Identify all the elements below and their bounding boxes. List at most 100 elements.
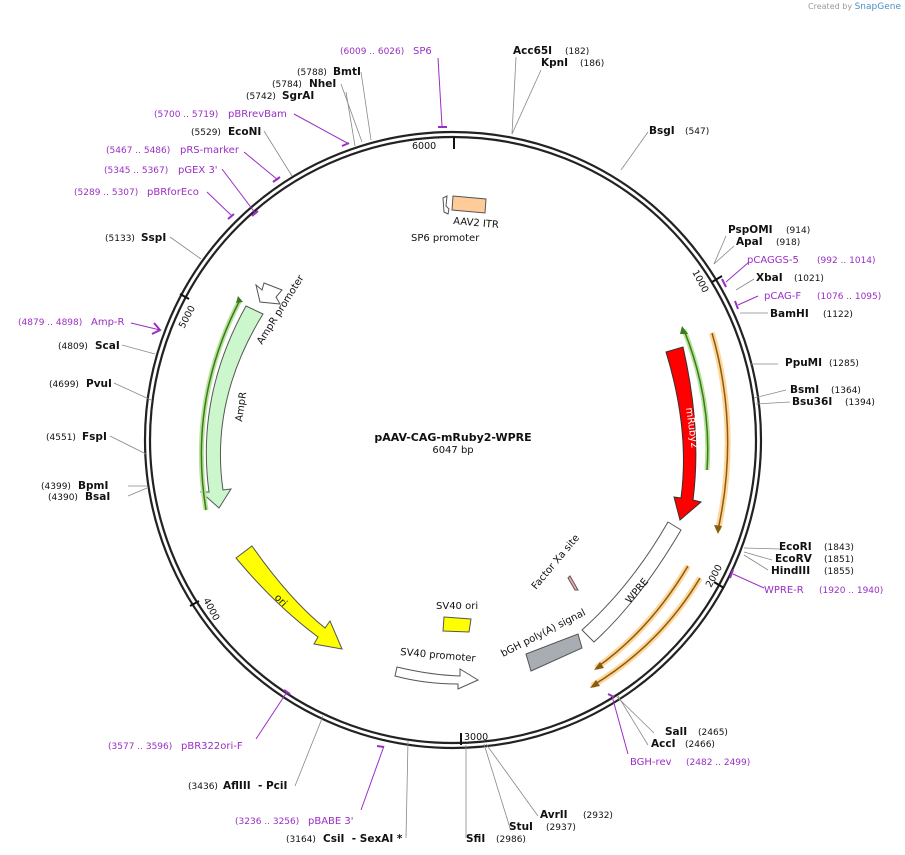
enzyme-labels: Acc65I (182) KpnI (186) BsgI (547) PspOM… <box>41 45 875 845</box>
wpre-primer-head-2 <box>590 680 600 688</box>
ampr-feature <box>199 305 264 509</box>
plasmid-name: pAAV-CAG-mRuby2-WPRE <box>374 431 531 444</box>
enzyme-kpni-pos: (186) <box>580 59 604 69</box>
enzyme-stui: StuI <box>509 821 533 833</box>
enzyme-econi-pos: (5529) <box>191 128 221 138</box>
ampr-label: AmpR <box>234 391 249 422</box>
primer-pcaggs-5: pCAGGS-5 <box>747 255 799 266</box>
primer-pbrrevbam: pBRrevBam <box>228 109 287 120</box>
tick-marks <box>179 137 725 745</box>
tick-6000: 6000 <box>412 141 436 152</box>
enzyme-scai: ScaI <box>95 340 120 352</box>
enzyme-acci: AccI <box>651 738 675 750</box>
enzyme-hindiii: HindIII <box>771 565 810 577</box>
enzyme-sfii-pos: (2986) <box>496 835 526 845</box>
enzyme-afliii-pos: (3436) <box>188 782 218 792</box>
orange-primer-bind <box>711 332 729 531</box>
enzyme-pvui-pos: (4699) <box>49 380 79 390</box>
pcag-primer-bind <box>683 329 709 471</box>
primer-pbrforeco: pBRforEco <box>147 187 199 198</box>
enzyme-sgrai-pos: (5742) <box>246 92 276 102</box>
primer-pcaggs-5-pos: (992 .. 1014) <box>817 256 876 266</box>
primer-amp-r: Amp-R <box>91 317 125 328</box>
sp6-promoter-label: SP6 promoter <box>411 233 480 244</box>
primer-pbrrevbam-pos: (5700 .. 5719) <box>154 110 218 120</box>
wpre-primer-bind-2 <box>591 577 701 687</box>
primer-pbabe3-pos: (3236 .. 3256) <box>235 817 299 827</box>
primer-pbabe3: pBABE 3' <box>308 816 354 827</box>
enzyme-bmti: BmtI <box>333 66 361 78</box>
sv40-ori-label: SV40 ori <box>436 601 478 612</box>
credit-prefix: Created by <box>808 2 853 11</box>
enzyme-bsai-pos: (4390) <box>48 493 78 503</box>
enzyme-bmti-pos: (5788) <box>297 68 327 78</box>
aav2-itr-label: AAV2 ITR <box>453 216 500 231</box>
sv40-promoter-feature <box>394 666 480 690</box>
enzyme-fspi-pos: (4551) <box>46 433 76 443</box>
enzyme-avrii-pos: (2932) <box>583 811 613 821</box>
primer-pbr322ori-f-pos: (3577 .. 3596) <box>108 742 172 752</box>
enzyme-xbai-pos: (1021) <box>794 274 824 284</box>
enzyme-ppumi: PpuMI <box>785 357 822 369</box>
enzyme-bpmi: BpmI <box>78 480 108 492</box>
enzyme-bamhi: BamHI <box>770 308 809 320</box>
enzyme-acci-pos: (2466) <box>685 740 715 750</box>
ampr-primer-head <box>236 296 243 303</box>
snapgene-credit: Created by SnapGene <box>808 2 901 12</box>
enzyme-bamhi-pos: (1122) <box>823 310 853 320</box>
factor-xa-feature <box>567 575 579 591</box>
sv40-promoter-label: SV40 promoter <box>400 647 477 665</box>
enzyme-stui-pos: (2937) <box>546 823 576 833</box>
enzyme-pspomi-pos: (914) <box>786 226 810 236</box>
enzyme-econi: EcoNI <box>228 126 261 138</box>
primer-pbr322ori-f: pBR322ori-F <box>181 741 243 752</box>
enzyme-pspomi: PspOMI <box>728 224 773 236</box>
enzyme-sspi-pos: (5133) <box>105 234 135 244</box>
wpre-feature <box>581 521 682 643</box>
primer-markers <box>151 126 739 748</box>
bgh-feature <box>525 633 583 672</box>
primer-wpre-r: WPRE-R <box>764 585 804 596</box>
enzyme-xbai: XbaI <box>756 272 783 284</box>
pcag-primer-head <box>680 326 688 334</box>
enzyme-leader-lines <box>109 56 791 839</box>
primer-bgh-rev: BGH-rev <box>630 757 672 768</box>
enzyme-csii-sexai: CsiI - SexAI * <box>323 833 403 845</box>
primer-sp6-pos: (6009 .. 6026) <box>340 47 404 57</box>
aav2-itr-feature <box>451 195 487 214</box>
enzyme-bsgi-pos: (547) <box>685 127 709 137</box>
enzyme-kpni: KpnI <box>541 57 568 69</box>
enzyme-sali-pos: (2465) <box>698 728 728 738</box>
enzyme-afliii-pcii: AflIII - PciI <box>223 780 287 792</box>
enzyme-csii-pos: (3164) <box>286 835 316 845</box>
primer-sp6: SP6 <box>413 46 432 57</box>
enzyme-fspi: FspI <box>82 431 107 443</box>
primer-pcag-f-pos: (1076 .. 1095) <box>817 292 881 302</box>
backbone-outer <box>143 130 763 750</box>
snapgene-brand: SnapGene <box>854 2 901 12</box>
enzyme-bpmi-pos: (4399) <box>41 482 71 492</box>
enzyme-bsu36i: Bsu36I <box>792 396 832 408</box>
tick-2000: 2000 <box>704 563 725 590</box>
enzyme-bsu36i-pos: (1394) <box>845 398 875 408</box>
primer-pgex3-pos: (5345 .. 5367) <box>104 166 168 176</box>
enzyme-avrii: AvrII <box>540 809 568 821</box>
primer-prs-marker: pRS-marker <box>180 145 240 156</box>
primer-wpre-r-pos: (1920 .. 1940) <box>819 586 883 596</box>
wpre-primer-head-1 <box>594 662 604 670</box>
primer-bgh-rev-pos: (2482 .. 2499) <box>686 758 750 768</box>
sp6-promoter-feature <box>442 195 450 215</box>
wpre-primer-bind-2-bg <box>590 576 703 689</box>
enzyme-bsgi: BsgI <box>649 125 675 137</box>
enzyme-hindiii-pos: (1855) <box>824 567 854 577</box>
enzyme-acc65i: Acc65I <box>513 45 552 57</box>
enzyme-ecori-pos: (1843) <box>824 543 854 553</box>
enzyme-scai-pos: (4809) <box>58 342 88 352</box>
enzyme-acc65i-pos: (182) <box>565 47 589 57</box>
tick-1000: 1000 <box>689 268 710 295</box>
enzyme-bsmi: BsmI <box>790 384 819 396</box>
enzyme-bsai: BsaI <box>85 491 110 503</box>
enzyme-nhei-pos: (5784) <box>272 80 302 90</box>
enzyme-ecorv-pos: (1851) <box>824 555 854 565</box>
